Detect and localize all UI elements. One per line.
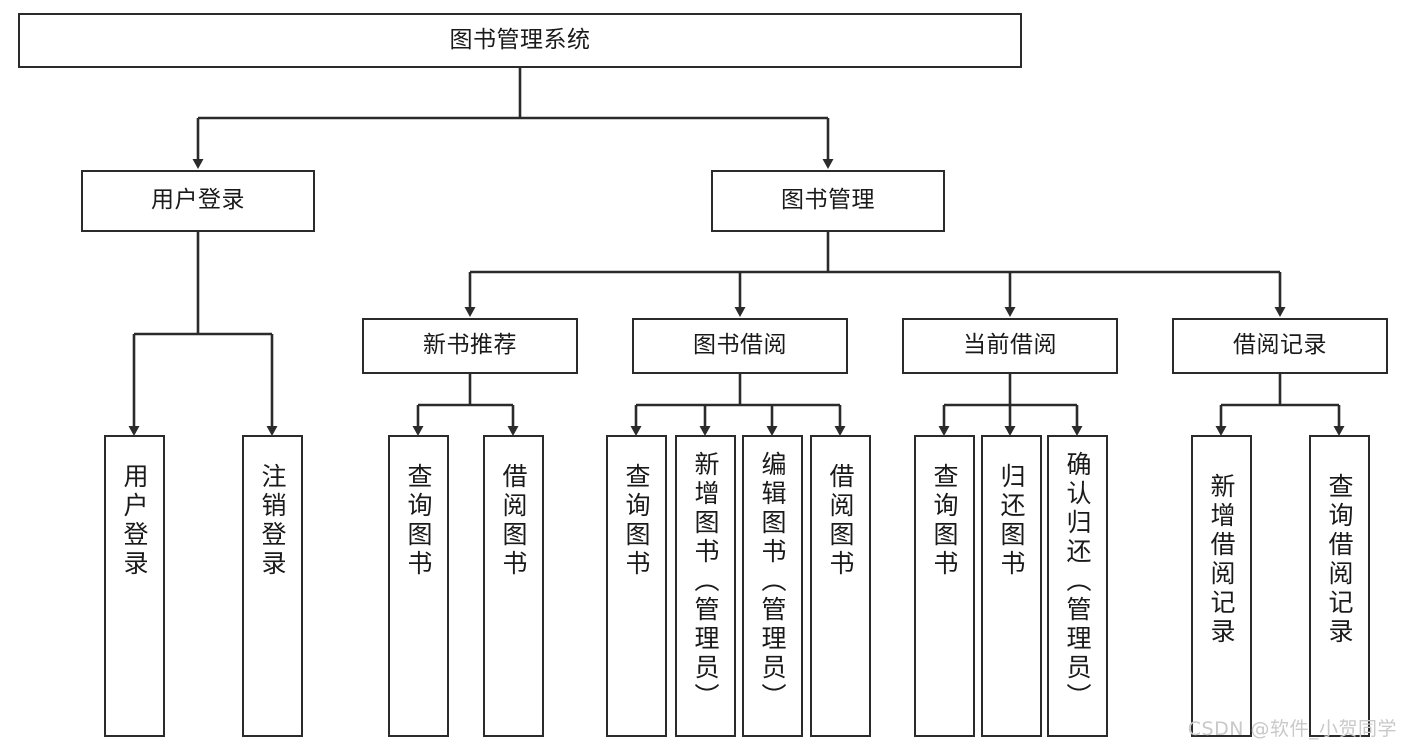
- leaf-current-borrow-query[interactable]: 查询图书: [914, 435, 975, 737]
- node-label: 注销登录: [258, 463, 287, 579]
- node-label: 查询图书: [930, 463, 959, 579]
- node-label: 借阅图书: [499, 463, 528, 579]
- node-label: 当前借阅: [963, 332, 1057, 359]
- leaf-user-login-logout[interactable]: 注销登录: [242, 435, 303, 737]
- node-label: 新增借阅记录: [1207, 473, 1236, 647]
- watermark-text: CSDN @软件_小贺同学: [1187, 718, 1397, 740]
- leaf-borrow-record-add[interactable]: 新增借阅记录: [1191, 435, 1252, 737]
- node-new-book-recommend[interactable]: 新书推荐: [362, 318, 578, 374]
- node-label: 新书推荐: [423, 332, 517, 359]
- leaf-new-book-borrow[interactable]: 借阅图书: [483, 435, 544, 737]
- leaf-book-borrow-query[interactable]: 查询图书: [606, 435, 667, 737]
- node-label: 图书管理系统: [449, 26, 591, 53]
- node-book-management[interactable]: 图书管理: [711, 170, 945, 232]
- leaf-borrow-record-query[interactable]: 查询借阅记录: [1309, 435, 1370, 737]
- leaf-new-book-query[interactable]: 查询图书: [388, 435, 449, 737]
- node-label: 编辑图书（管理员）: [758, 451, 787, 712]
- node-label: 借阅记录: [1233, 332, 1327, 359]
- node-label: 用户登录: [151, 187, 245, 214]
- node-label: 借阅图书: [826, 463, 855, 579]
- leaf-book-borrow-borrow[interactable]: 借阅图书: [810, 435, 871, 737]
- leaf-current-borrow-return[interactable]: 归还图书: [981, 435, 1042, 737]
- node-label: 查询借阅记录: [1325, 473, 1354, 647]
- node-borrow-record[interactable]: 借阅记录: [1172, 318, 1388, 374]
- node-label: 用户登录: [120, 463, 149, 579]
- leaf-user-login-login[interactable]: 用户登录: [104, 435, 165, 737]
- node-user-login[interactable]: 用户登录: [81, 170, 315, 232]
- node-label: 查询图书: [622, 463, 651, 579]
- leaf-book-borrow-add[interactable]: 新增图书（管理员）: [675, 435, 736, 737]
- node-label: 查询图书: [404, 463, 433, 579]
- node-root-book-management-system[interactable]: 图书管理系统: [18, 13, 1022, 68]
- node-label: 新增图书（管理员）: [691, 451, 720, 712]
- node-label: 确认归还（管理员）: [1063, 451, 1092, 712]
- node-book-borrow[interactable]: 图书借阅: [632, 318, 848, 374]
- node-label: 图书借阅: [693, 332, 787, 359]
- node-current-borrow[interactable]: 当前借阅: [902, 318, 1118, 374]
- leaf-current-borrow-confirm-return[interactable]: 确认归还（管理员）: [1047, 435, 1108, 737]
- node-label: 归还图书: [997, 463, 1026, 579]
- node-label: 图书管理: [781, 187, 875, 214]
- leaf-book-borrow-edit[interactable]: 编辑图书（管理员）: [742, 435, 803, 737]
